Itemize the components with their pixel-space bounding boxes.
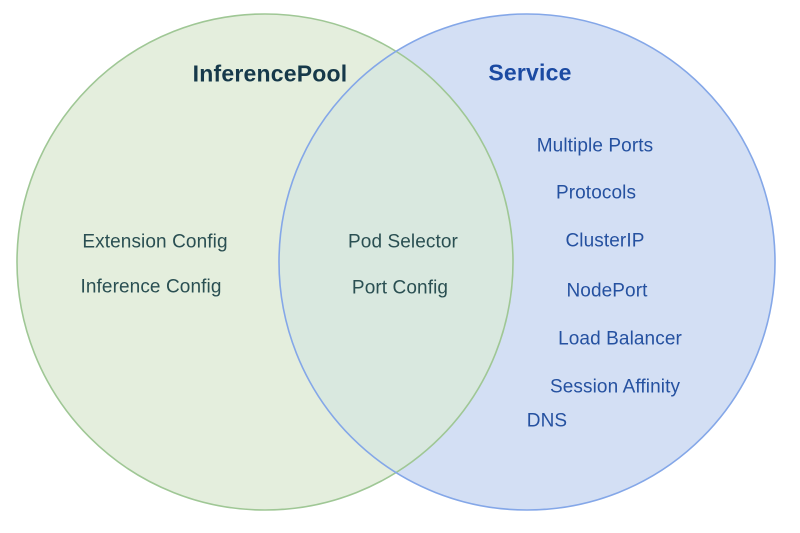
- left-item-inference-config: Inference Config: [80, 276, 222, 298]
- right-item-protocols: Protocols: [555, 182, 637, 204]
- right-item-session-affinity: Session Affinity: [549, 376, 681, 398]
- right-item-clusterip: ClusterIP: [565, 230, 645, 252]
- right-item-nodeport: NodePort: [566, 280, 648, 302]
- left-circle-title: InferencePool: [192, 60, 348, 87]
- right-item-multiple-ports: Multiple Ports: [536, 135, 654, 157]
- overlap-region-fill: [279, 14, 513, 510]
- overlap-item-pod-selector: Pod Selector: [348, 231, 458, 253]
- overlap-item-port-config: Port Config: [351, 277, 449, 299]
- left-item-extension-config: Extension Config: [82, 231, 228, 253]
- right-item-dns: DNS: [526, 410, 568, 432]
- right-circle-title: Service: [488, 59, 572, 86]
- right-item-load-balancer: Load Balancer: [558, 328, 682, 350]
- left-circle-outline: [16, 13, 514, 511]
- right-circle-outline: [278, 13, 776, 511]
